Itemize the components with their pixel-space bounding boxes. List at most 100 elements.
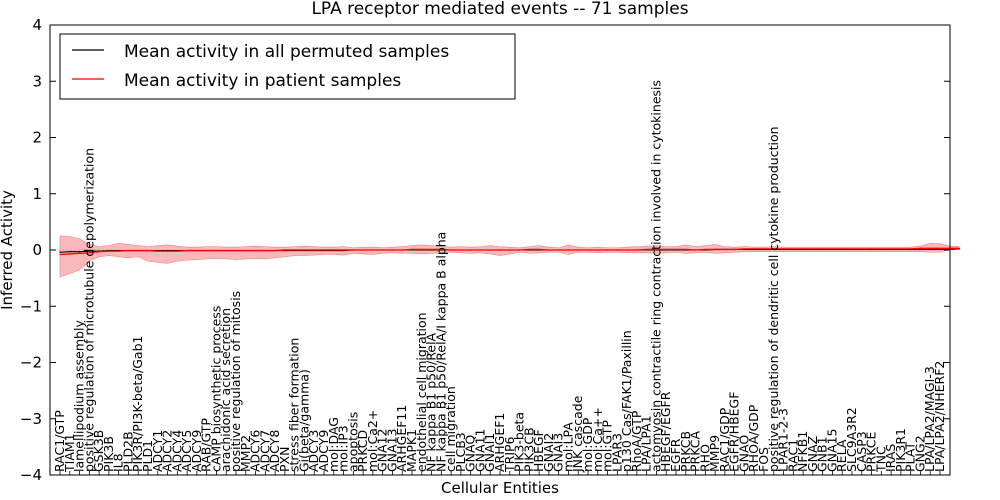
point-patient bbox=[509, 249, 511, 251]
point-patient bbox=[440, 248, 442, 251]
y-tick-label: 4 bbox=[32, 16, 42, 34]
entity-label: GNAZ bbox=[805, 436, 820, 472]
entity-label: mol:LPA bbox=[560, 422, 575, 472]
y-tick-label: −2 bbox=[20, 354, 42, 372]
entity-label: ADCY1 bbox=[150, 430, 165, 472]
x-axis bbox=[59, 471, 941, 475]
point-patient bbox=[802, 248, 804, 250]
y-tick-label: 1 bbox=[32, 185, 42, 203]
entity-label: HBEGF/EGFR bbox=[658, 391, 673, 472]
point-patient bbox=[362, 249, 364, 251]
point-patient bbox=[489, 249, 491, 251]
point-patient bbox=[450, 249, 452, 251]
entity-label: Gi(beta/gamma) bbox=[296, 369, 311, 472]
point-patient bbox=[499, 249, 501, 251]
point-patient bbox=[626, 249, 628, 251]
entity-label: positive regulation of microtubule depol… bbox=[81, 148, 96, 472]
point-patient bbox=[108, 250, 110, 252]
entity-label: LPA/LPA2/MAGI-3 bbox=[922, 366, 937, 472]
point-patient bbox=[734, 248, 736, 251]
point-patient bbox=[665, 248, 667, 251]
entity-label: arachidonic acid secretion bbox=[218, 308, 233, 472]
entity-label: mol:GDP bbox=[580, 417, 595, 472]
entity-label: stress fiber formation bbox=[287, 338, 302, 472]
point-patient bbox=[939, 247, 941, 249]
entity-label: cell migration bbox=[443, 386, 458, 472]
point-patient bbox=[401, 249, 403, 251]
point-patient bbox=[675, 248, 677, 251]
point-patient bbox=[460, 249, 462, 251]
entity-label: EGFR bbox=[668, 438, 683, 472]
point-patient bbox=[558, 249, 560, 251]
point-patient bbox=[636, 249, 638, 251]
point-patient bbox=[831, 248, 834, 250]
point-patient bbox=[479, 249, 482, 251]
point-permuted bbox=[88, 250, 90, 252]
point-patient bbox=[694, 249, 697, 251]
point-patient bbox=[186, 249, 188, 252]
point-patient bbox=[88, 252, 90, 254]
entity-label: RAC1 bbox=[785, 439, 800, 472]
entity-label: endothelial cell migration bbox=[414, 312, 429, 472]
point-patient bbox=[313, 249, 315, 251]
entity-label: RhoA/GTP bbox=[629, 410, 644, 472]
point-patient bbox=[587, 249, 589, 251]
point-patient bbox=[841, 248, 843, 250]
entity-label: ADCY2 bbox=[160, 430, 175, 472]
point-patient bbox=[78, 252, 81, 254]
point-patient bbox=[352, 249, 354, 251]
entity-label: GNB1 bbox=[815, 436, 830, 472]
entity-label: TIAM1 bbox=[62, 433, 77, 473]
entity-label: CASP3 bbox=[854, 431, 869, 472]
point-patient bbox=[294, 249, 296, 251]
point-patient bbox=[98, 251, 100, 253]
y-tick-label: −1 bbox=[20, 297, 42, 315]
point-patient bbox=[411, 248, 413, 251]
point-patient bbox=[958, 247, 961, 249]
y-tick-label: −3 bbox=[20, 410, 42, 428]
point-patient bbox=[518, 249, 521, 251]
point-patient bbox=[646, 248, 648, 251]
point-permuted bbox=[939, 248, 941, 251]
y-tick-label: −4 bbox=[20, 466, 42, 484]
entity-label: ARHGEF1 bbox=[492, 413, 507, 472]
entity-label: PRKCA bbox=[688, 431, 703, 472]
entity-label: apoptosis bbox=[345, 412, 360, 472]
point-permuted bbox=[78, 251, 81, 253]
point-permuted bbox=[69, 251, 71, 253]
point-patient bbox=[929, 247, 931, 249]
series-lines-layer bbox=[59, 247, 961, 256]
point-patient bbox=[147, 249, 149, 252]
entity-label: GSK3B bbox=[91, 430, 106, 472]
legend-label-permuted: Mean activity in all permuted samples bbox=[124, 42, 449, 62]
point-patient bbox=[235, 249, 237, 252]
entity-label: GNA15 bbox=[824, 429, 839, 473]
entity-label: PRKCB bbox=[678, 431, 693, 472]
entity-label: RHO bbox=[697, 444, 712, 472]
point-patient bbox=[704, 248, 706, 251]
point-patient bbox=[176, 250, 178, 252]
entity-label: MMP9 bbox=[707, 435, 722, 472]
entity-label: RAB/GTP bbox=[199, 418, 214, 472]
entity-label: SLC9A3R2 bbox=[844, 407, 859, 472]
point-patient bbox=[616, 249, 618, 251]
entity-label: LPAR1-2-3 bbox=[776, 408, 791, 472]
entity-label: GNAQ bbox=[463, 435, 478, 472]
point-patient bbox=[782, 248, 785, 250]
entity-label: positive regulation of mitosis bbox=[228, 291, 243, 472]
entity-label: RELA bbox=[834, 439, 849, 472]
entity-label: actomyosin contractile ring contraction … bbox=[648, 80, 663, 472]
point-patient bbox=[157, 250, 159, 252]
entity-label: LPAR3 bbox=[609, 433, 624, 472]
entity-label: cAMP biosynthetic process bbox=[208, 306, 223, 472]
entity-label: TRIP6 bbox=[502, 436, 517, 473]
entity-label: JNK cascade bbox=[570, 395, 585, 473]
point-patient bbox=[470, 249, 472, 251]
legend: Mean activity in all permuted samples Me… bbox=[59, 33, 516, 100]
point-patient bbox=[127, 249, 130, 252]
point-patient bbox=[372, 249, 374, 251]
entity-label: GNA12 bbox=[375, 429, 390, 473]
point-patient bbox=[391, 249, 394, 251]
point-patient bbox=[763, 248, 765, 250]
